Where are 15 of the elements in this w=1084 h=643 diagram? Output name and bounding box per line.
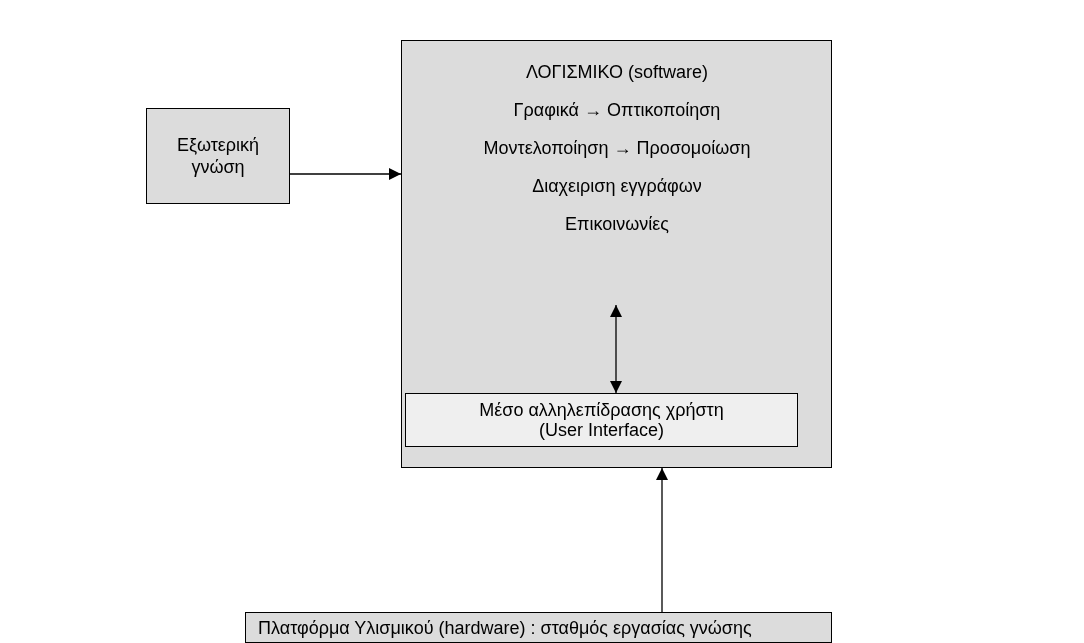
box-text: Πλατφόρμα Υλισμικού (hardware) : σταθμός εργασίας γνώσης <box>258 616 752 639</box>
process-box <box>245 612 832 643</box>
box-text: Εξωτερική γνώση <box>175 134 261 178</box>
text-line: ΛΟΓΙΣΜΙΚΟ (software) <box>525 61 709 83</box>
text-line: Διαχειριση εγγράφων <box>532 175 702 197</box>
text-line: Επικοινωνίες <box>565 213 669 235</box>
container-box <box>401 40 832 468</box>
text-line: Μοντελοποίηση → Προσομοίωση <box>483 137 751 159</box>
text-line: Γραφικά → Οπτικοποίηση <box>513 99 721 121</box>
box-text: Μέσο αλληλεπίδρασης χρήστη (User Interface) <box>478 400 725 440</box>
process-box <box>146 108 290 204</box>
arrow <box>289 168 402 180</box>
arrow <box>656 467 668 613</box>
process-box <box>405 393 798 447</box>
arrow <box>610 304 622 394</box>
